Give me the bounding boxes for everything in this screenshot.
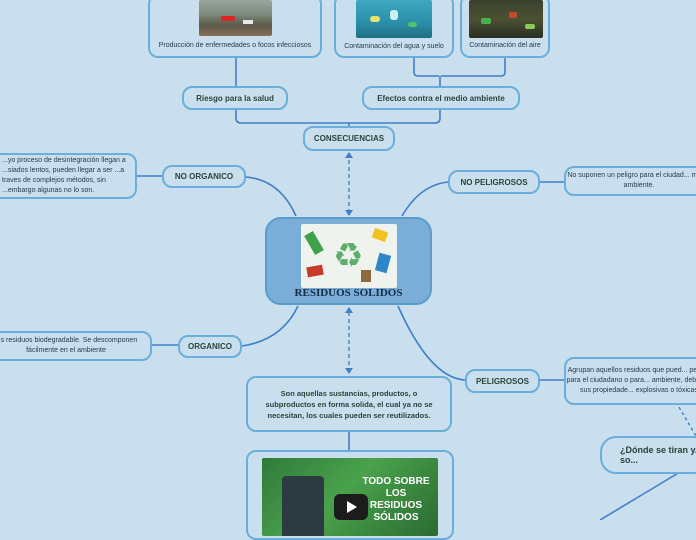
node-no-peligrosos-description[interactable]: No suponen un peligro para el ciudad... … xyxy=(564,166,696,196)
video-card[interactable]: TODO SOBRE LOS RESIDUOS SÓLIDOS xyxy=(246,450,454,540)
video-thumbnail[interactable]: TODO SOBRE LOS RESIDUOS SÓLIDOS xyxy=(262,458,438,536)
card-agua-suelo: Contaminación del agua y suelo xyxy=(334,0,454,58)
node-no-organico-description[interactable]: ...yo proceso de desintegración llegan a… xyxy=(0,153,137,199)
node-peligrosos[interactable]: PELIGROSOS xyxy=(465,369,540,393)
central-topic[interactable]: ♻ RESIDUOS SOLIDOS xyxy=(265,217,432,305)
air-pollution-image xyxy=(469,0,543,38)
node-consecuencias[interactable]: CONSECUENCIAS xyxy=(303,126,395,151)
node-peligrosos-description[interactable]: Agrupan aquellos residuos que pued... pe… xyxy=(564,357,696,405)
node-organico[interactable]: ORGANICO xyxy=(178,335,242,358)
landfill-image xyxy=(199,0,272,36)
recycle-icon: ♻ xyxy=(333,236,364,276)
connector-lines xyxy=(137,58,696,520)
node-efectos-ambiente[interactable]: Efectos contra el medio ambiente xyxy=(362,86,520,110)
node-donde-se-tiran[interactable]: ¿Dónde se tiran y... so... xyxy=(600,436,696,474)
central-topic-title: RESIDUOS SOLIDOS xyxy=(294,287,403,299)
node-riesgo-salud[interactable]: Riesgo para la salud xyxy=(182,86,288,110)
node-definicion[interactable]: Son aquellas sustancias, productos, o su… xyxy=(246,376,452,432)
card-agua-suelo-caption: Contaminación del agua y suelo xyxy=(344,43,444,50)
node-no-organico[interactable]: NO ORGANICO xyxy=(162,165,246,188)
card-enfermedades: Producción de enfermedades o focos infec… xyxy=(148,0,322,58)
water-pollution-image xyxy=(356,0,432,38)
node-organico-description[interactable]: ...s residuos biodegradable. Se descompo… xyxy=(0,331,152,361)
center-image: ♻ xyxy=(301,224,397,288)
card-enfermedades-caption: Producción de enfermedades o focos infec… xyxy=(158,42,312,49)
video-title: TODO SOBRE LOS RESIDUOS SÓLIDOS xyxy=(362,476,430,523)
node-no-peligrosos[interactable]: NO PELIGROSOS xyxy=(448,170,540,194)
card-aire: Contaminación del aire xyxy=(460,0,550,58)
play-icon[interactable] xyxy=(334,494,368,520)
card-aire-caption: Contaminación del aire xyxy=(469,42,541,49)
